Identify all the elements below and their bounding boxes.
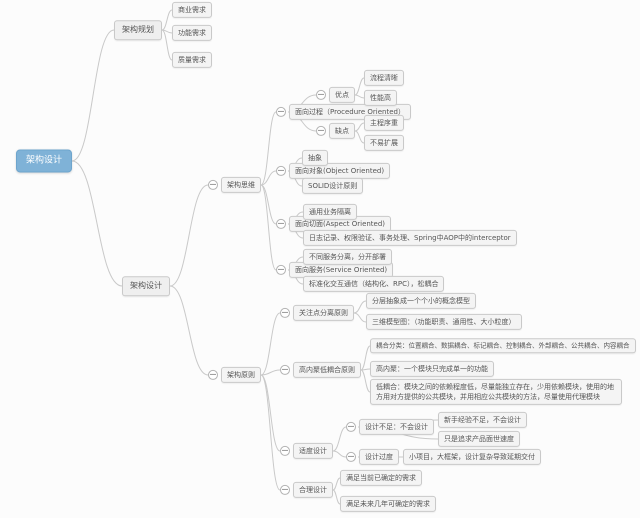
node-cons[interactable]: 缺点 [316, 122, 355, 140]
node-label: 低耦合：模块之间的依赖程度低，尽量能独立存在，少用依赖模块，使用的地方用对方提供… [370, 378, 622, 406]
collapse-minus-icon[interactable] [208, 179, 218, 190]
node-layered-abstraction[interactable]: 分层抽象成一个个小的概念模型 [366, 292, 476, 310]
node-label: 设计不足：不会设计 [359, 418, 434, 436]
node-label: 耦合分类：位置耦合、数据耦合、标记耦合、控制耦合、外部耦合、公共耦合、内容耦合 [370, 338, 636, 354]
node-label: 三维模型图：（功能职责、通用性、大小粒度） [366, 313, 522, 331]
node-arch-planning[interactable]: 架构规划 [114, 20, 162, 40]
node-label: 合理设计 [293, 481, 333, 499]
node-coupling-types[interactable]: 耦合分类：位置耦合、数据耦合、标记耦合、控制耦合、外部耦合、公共耦合、内容耦合 [370, 338, 636, 354]
collapse-minus-icon[interactable] [276, 165, 286, 176]
node-label: 抽象 [302, 149, 328, 167]
node-pros[interactable]: 优点 [316, 86, 355, 104]
collapse-minus-icon[interactable] [208, 369, 218, 380]
node-speed-to-market[interactable]: 只是追求产品面世速度 [438, 430, 520, 448]
node-root-arch-design[interactable]: 架构设计 [16, 149, 73, 173]
node-label: 高内聚低耦合原则 [293, 361, 361, 379]
node-standard-communication[interactable]: 标准化交互通信（结构化、RPC），松耦合 [303, 275, 445, 293]
node-hard-to-extend[interactable]: 不易扩展 [364, 134, 404, 152]
node-label: 商业需求 [172, 1, 212, 19]
node-future-requirements[interactable]: 满足未来几年可确定的需求 [340, 495, 436, 513]
node-label: 流程清晰 [364, 69, 404, 87]
node-label: 架构设计 [122, 276, 170, 296]
node-functional-requirement[interactable]: 功能需求 [172, 24, 212, 42]
node-low-coupling-def[interactable]: 低耦合：模块之间的依赖程度低，尽量能独立存在，少用依赖模块，使用的地方用对方提供… [370, 378, 622, 406]
node-service-separation[interactable]: 不同服务分离，分开部署 [303, 248, 392, 266]
collapse-minus-icon[interactable] [346, 421, 356, 432]
node-clear-process[interactable]: 流程清晰 [364, 69, 404, 87]
node-high-performance[interactable]: 性能高 [364, 89, 397, 107]
node-quality-requirement[interactable]: 质量需求 [172, 51, 212, 69]
node-label: 通用业务隔离 [303, 203, 357, 221]
node-label: 标准化交互通信（结构化、RPC），松耦合 [303, 275, 445, 293]
node-label: 新手经验不足，不会设计 [438, 411, 527, 429]
collapse-minus-icon[interactable] [316, 89, 326, 100]
node-high-cohesion-low-coupling[interactable]: 高内聚低耦合原则 [280, 361, 361, 379]
collapse-minus-icon[interactable] [276, 218, 286, 229]
node-label: 架构原则 [221, 366, 261, 384]
node-label: 优点 [329, 86, 355, 104]
node-heavy-main[interactable]: 主程序重 [364, 114, 404, 132]
node-label: 性能高 [364, 89, 397, 107]
node-label: 只是追求产品面世速度 [438, 430, 520, 448]
node-label: 高内聚：一个模块只完成单一的功能 [370, 360, 494, 378]
node-label: 满足当前已确定的需求 [340, 469, 422, 487]
node-3d-model[interactable]: 三维模型图：（功能职责、通用性、大小粒度） [366, 313, 522, 331]
node-high-cohesion-def[interactable]: 高内聚：一个模块只完成单一的功能 [370, 360, 494, 378]
node-object-oriented[interactable]: 面向对象(Object Oriented) [276, 162, 391, 180]
collapse-minus-icon[interactable] [280, 484, 290, 495]
node-label: 设计过度 [359, 448, 399, 466]
node-solid-principles[interactable]: SOLID设计原则 [302, 177, 364, 195]
collapse-minus-icon[interactable] [280, 307, 290, 318]
collapse-minus-icon[interactable] [280, 445, 290, 456]
collapse-minus-icon[interactable] [276, 106, 286, 117]
node-label: 关注点分离原则 [293, 304, 354, 322]
node-moderate-design[interactable]: 适度设计 [280, 442, 333, 460]
node-label: 日志记录、权限验证、事务处理、Spring中AOP中的interceptor [303, 229, 517, 247]
node-abstraction[interactable]: 抽象 [302, 149, 328, 167]
node-label: 满足未来几年可确定的需求 [340, 495, 436, 513]
collapse-minus-icon[interactable] [346, 451, 356, 462]
node-label: 分层抽象成一个个小的概念模型 [366, 292, 476, 310]
node-aop-examples[interactable]: 日志记录、权限验证、事务处理、Spring中AOP中的interceptor [303, 229, 517, 247]
node-under-design[interactable]: 设计不足：不会设计 [346, 418, 434, 436]
node-label: SOLID设计原则 [302, 177, 364, 195]
collapse-minus-icon[interactable] [276, 264, 286, 275]
node-arch-thinking[interactable]: 架构思维 [208, 176, 261, 194]
node-business-requirement[interactable]: 商业需求 [172, 1, 212, 19]
node-small-project-big-framework[interactable]: 小项目，大框架，设计复杂导致延期交付 [403, 448, 541, 466]
node-common-business-isolation[interactable]: 通用业务隔离 [303, 203, 357, 221]
node-arch-principles[interactable]: 架构原则 [208, 366, 261, 384]
node-reasonable-design[interactable]: 合理设计 [280, 481, 333, 499]
collapse-minus-icon[interactable] [316, 125, 326, 136]
node-label: 架构规划 [114, 20, 162, 40]
collapse-minus-icon[interactable] [280, 364, 290, 375]
node-label: 不易扩展 [364, 134, 404, 152]
node-arch-design[interactable]: 架构设计 [122, 276, 170, 296]
node-current-requirements[interactable]: 满足当前已确定的需求 [340, 469, 422, 487]
node-label: 质量需求 [172, 51, 212, 69]
node-novice-no-design[interactable]: 新手经验不足，不会设计 [438, 411, 527, 429]
node-label: 小项目，大框架，设计复杂导致延期交付 [403, 448, 541, 466]
node-label: 主程序重 [364, 114, 404, 132]
node-label: 架构思维 [221, 176, 261, 194]
node-label: 适度设计 [293, 442, 333, 460]
node-label: 架构设计 [16, 149, 73, 173]
node-label: 缺点 [329, 122, 355, 140]
node-over-design[interactable]: 设计过度 [346, 448, 399, 466]
node-label: 功能需求 [172, 24, 212, 42]
node-label: 不同服务分离，分开部署 [303, 248, 392, 266]
node-separation-of-concerns[interactable]: 关注点分离原则 [280, 304, 354, 322]
